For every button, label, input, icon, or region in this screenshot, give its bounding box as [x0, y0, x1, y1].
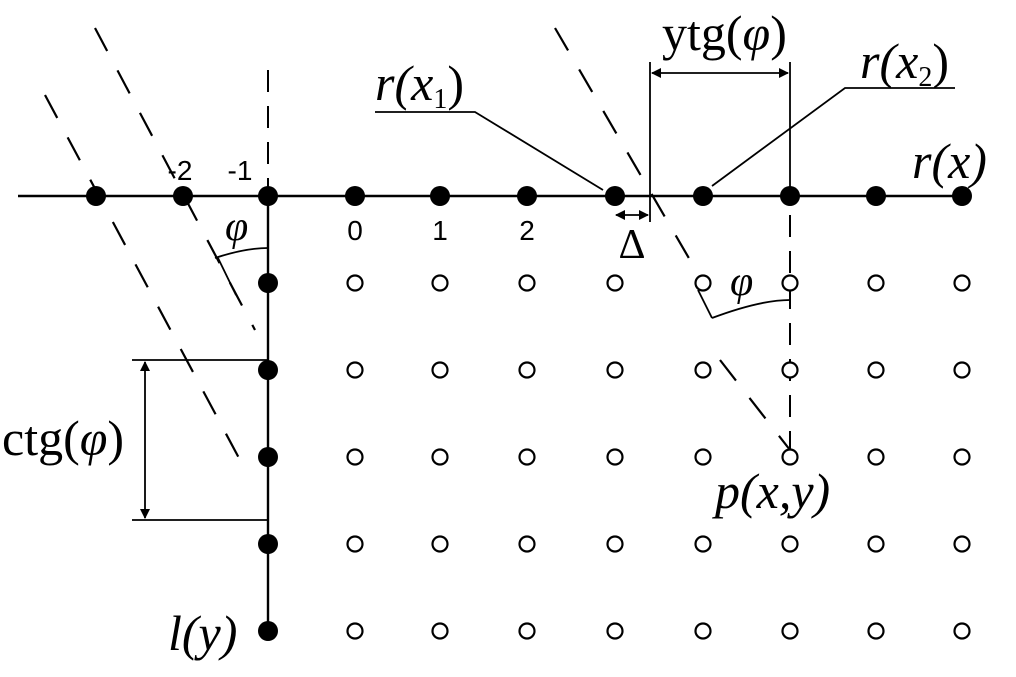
ctg-prefix: ctg( [2, 410, 80, 466]
tick-label-0: 0 [347, 215, 363, 246]
tick-label-2: 2 [519, 215, 535, 246]
sample-points [86, 186, 972, 641]
ytg-phi: φ [743, 5, 771, 61]
projection-line [719, 359, 791, 451]
grid-point [431, 361, 449, 379]
tick-label-1: 1 [432, 215, 448, 246]
p-xy-label: p(x,y) [712, 463, 830, 519]
r-x2-main: r(x [860, 33, 918, 89]
grid-point [606, 361, 624, 379]
projection-line [94, 27, 256, 331]
phi-label-left: φ [225, 204, 248, 250]
grid-point [346, 361, 364, 379]
grid-point [781, 361, 799, 379]
grid-point [953, 535, 971, 553]
r-axis-sample-point [866, 186, 886, 206]
ctg-close: ) [107, 410, 124, 466]
r-axis-sample-point [693, 186, 713, 206]
phi-angle-arc-right [711, 299, 791, 319]
l-axis-sample-point [258, 534, 278, 554]
r-x1-main: r(x [375, 55, 433, 111]
grid-point [518, 622, 536, 640]
grid-point [431, 622, 449, 640]
l-axis-sample-point [258, 447, 278, 467]
grid-point [518, 448, 536, 466]
r-x1-close: ) [447, 55, 464, 111]
r-x1-subscript: 1 [433, 84, 447, 115]
delta-label: Δ [618, 222, 645, 268]
r-x2-close: ) [932, 33, 949, 89]
grid-point [518, 361, 536, 379]
grid-point [781, 535, 799, 553]
ytg-close: ) [770, 5, 787, 61]
grid-point [867, 448, 885, 466]
grid-point [346, 448, 364, 466]
ytg-label: ytg(φ) [662, 5, 787, 61]
grid-point [694, 361, 712, 379]
ctg-phi: φ [80, 410, 108, 466]
grid-point [781, 274, 799, 292]
r-x1-label: r(x1) [375, 55, 464, 115]
r-axis-sample-point [430, 186, 450, 206]
r-axis-sample-point [86, 186, 106, 206]
grid-point [518, 535, 536, 553]
grid-point [346, 622, 364, 640]
phi-arc-tick-right [697, 289, 713, 319]
r-axis-sample-point [605, 186, 625, 206]
grid-point [431, 448, 449, 466]
grid-point [694, 535, 712, 553]
grid-point [346, 274, 364, 292]
projection-lines [44, 27, 791, 461]
r-axis-sample-point [345, 186, 365, 206]
r-axis-sample-point [952, 186, 972, 206]
ctg-label: ctg(φ) [2, 410, 124, 466]
grid-point [867, 535, 885, 553]
r-axis-sample-point [258, 186, 278, 206]
grid-point [953, 274, 971, 292]
tick-label-minus-2: -2 [168, 155, 193, 186]
r-axis-sample-point [517, 186, 537, 206]
grid-point [431, 535, 449, 553]
r-x-label: r(x) [912, 133, 987, 189]
grid-point [867, 361, 885, 379]
grid-point [867, 622, 885, 640]
grid-point [431, 274, 449, 292]
r-x2-label: r(x2) [860, 33, 949, 93]
r-axis-sample-point [173, 186, 193, 206]
grid-point [953, 448, 971, 466]
phi-arc-tick-left [217, 257, 237, 296]
grid-point [606, 274, 624, 292]
grid-point [694, 274, 712, 292]
grid-point [953, 361, 971, 379]
grid-point [781, 622, 799, 640]
grid-point [606, 535, 624, 553]
phi-angle-arc-left [214, 247, 269, 259]
grid-point [953, 622, 971, 640]
grid-point [694, 622, 712, 640]
l-axis-sample-point [258, 273, 278, 293]
l-axis-sample-point [258, 360, 278, 380]
r-x2-subscript: 2 [918, 62, 932, 93]
ytg-prefix: ytg( [662, 5, 743, 61]
r-x1-leader [375, 111, 604, 191]
r-x2-leader [711, 87, 955, 187]
grid-point [346, 535, 364, 553]
projection-line [44, 94, 241, 461]
grid-point [781, 448, 799, 466]
grid-point [606, 448, 624, 466]
grid-point [867, 274, 885, 292]
grid-point [694, 448, 712, 466]
phi-label-right: φ [730, 259, 753, 305]
grid-point [606, 622, 624, 640]
l-axis-sample-point [258, 621, 278, 641]
grid-point [518, 274, 536, 292]
l-y-label: l(y) [168, 605, 237, 661]
tick-label-minus-1: -1 [228, 155, 253, 186]
